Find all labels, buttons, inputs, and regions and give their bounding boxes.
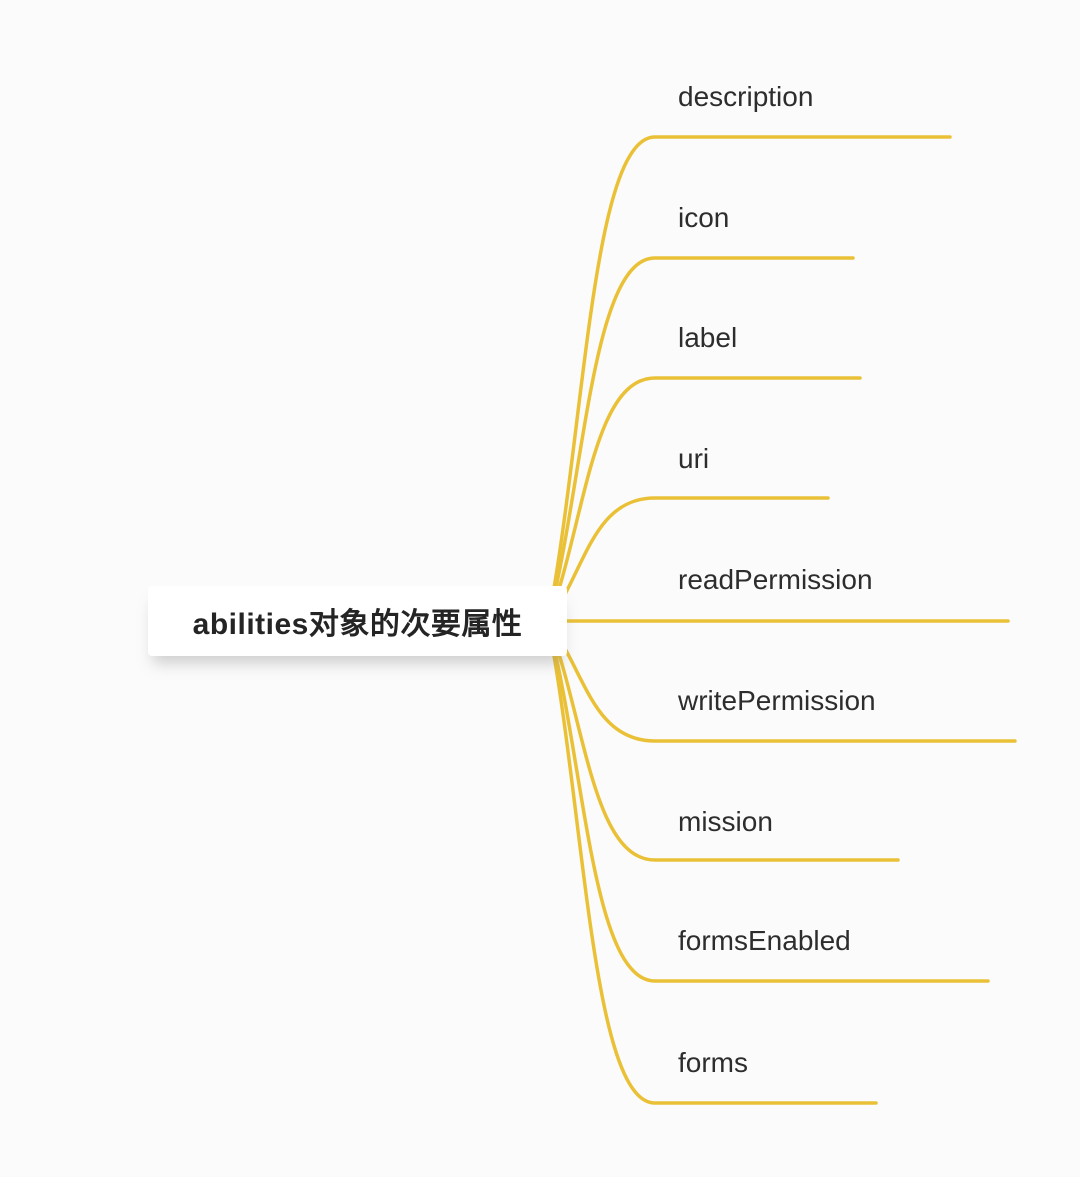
branch-node-forms[interactable]: forms — [678, 1047, 748, 1078]
branch-node-label[interactable]: label — [678, 322, 738, 353]
branch-line-label — [546, 376, 862, 624]
branch-node-uri[interactable]: uri — [678, 443, 710, 474]
branch-line-icon — [546, 256, 855, 624]
branch-node-writePermission[interactable]: writePermission — [678, 685, 876, 716]
branch-line-uri — [546, 496, 830, 624]
branch-node-readPermission[interactable]: readPermission — [678, 564, 873, 595]
branch-node-description[interactable]: description — [678, 81, 814, 112]
root-node-label: abilities对象的次要属性 — [192, 608, 523, 641]
root-node[interactable]: abilities对象的次要属性 — [148, 586, 567, 656]
branch-node-icon[interactable]: icon — [678, 202, 730, 233]
branch-line-forms — [546, 620, 878, 1105]
branch-node-formsEnabled[interactable]: formsEnabled — [678, 925, 851, 956]
branch-line-description — [546, 135, 952, 624]
branch-node-mission[interactable]: mission — [678, 806, 773, 837]
branch-line-writePermission — [546, 620, 1017, 743]
branch-line-mission — [546, 620, 900, 862]
branch-line-formsEnabled — [546, 620, 990, 983]
